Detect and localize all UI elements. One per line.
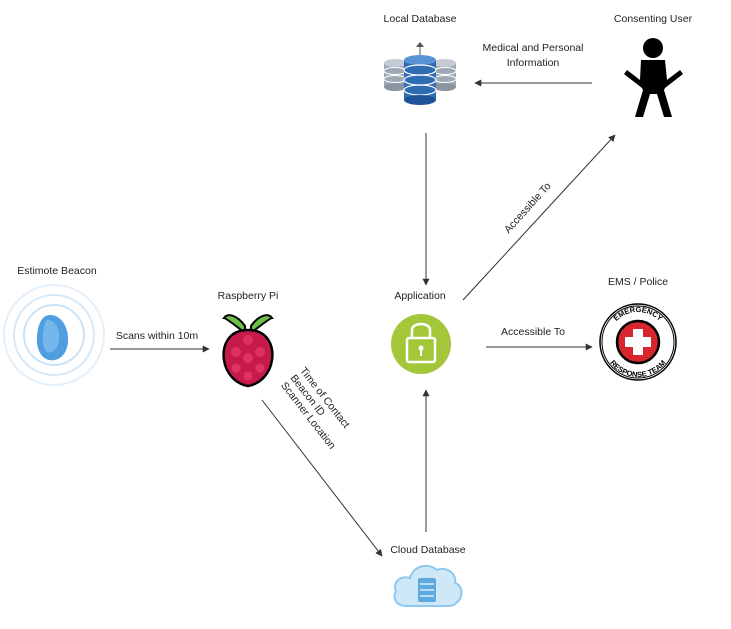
database-icon (383, 42, 457, 105)
edge-raspberry-pi-to-cloud (261, 399, 383, 557)
edge-label-scans-within: Scans within 10m (116, 330, 199, 342)
edge-label-accessible-to-user: Accessible To (502, 180, 554, 236)
node-label-consenting-user: Consenting User (614, 13, 693, 25)
raspberry-pi-icon (222, 314, 274, 388)
edge-application-to-user (462, 134, 616, 301)
person-icon (624, 38, 683, 117)
lock-icon (391, 314, 451, 374)
edge-label-medical-line1: Medical and Personal (483, 42, 584, 54)
node-label-ems-police: EMS / Police (608, 276, 668, 288)
edge-label-pi-to-cloud: Time of Contact Beacon ID Scanner Locati… (278, 365, 352, 452)
node-label-estimote-beacon: Estimote Beacon (17, 265, 97, 277)
node-label-local-database: Local Database (384, 13, 457, 25)
beacon-icon (3, 284, 105, 386)
cloud-database-icon (393, 564, 463, 607)
emergency-response-badge-icon: EMERGENCY RESPONSE TEAM (599, 303, 677, 381)
node-label-cloud-database: Cloud Database (390, 544, 465, 556)
node-label-application: Application (394, 290, 446, 302)
node-label-raspberry-pi: Raspberry Pi (218, 290, 279, 302)
edge-label-accessible-to-ems: Accessible To (501, 326, 565, 338)
edge-label-medical-line2: Information (507, 57, 560, 69)
